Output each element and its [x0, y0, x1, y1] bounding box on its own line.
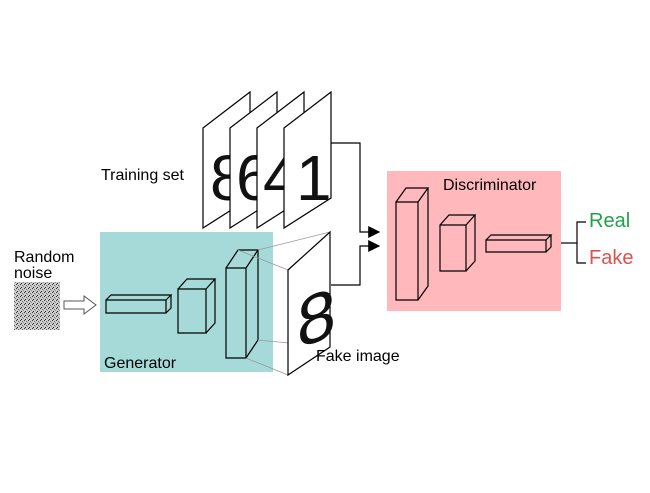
discriminator-label: Discriminator: [443, 177, 537, 194]
fake-image-label: Fake image: [316, 348, 400, 365]
generator-layer-2: [177, 278, 217, 334]
discriminator-layer-3: [485, 234, 553, 253]
discriminator-layer-2: [439, 214, 477, 272]
generator-layer-1: [105, 294, 173, 314]
fake-image-card: 8: [287, 230, 336, 377]
noise-to-generator-arrow: [63, 295, 97, 315]
fake-to-discriminator-connector: [331, 240, 381, 286]
fake-image-digit: 8: [297, 273, 336, 365]
training-digit-4: 1: [296, 142, 332, 214]
random-noise-label-line1: Random: [14, 249, 74, 266]
random-noise-label-line2: noise: [14, 265, 52, 282]
fake-output-label: Fake: [589, 247, 633, 269]
discriminator-panel: [387, 171, 561, 311]
generator-label: Generator: [104, 355, 177, 372]
real-output-label: Real: [589, 210, 630, 232]
generator-panel: [100, 232, 273, 372]
output-bracket: [561, 221, 586, 264]
training-set-label: Training set: [101, 167, 185, 184]
training-to-discriminator-connector: [331, 142, 381, 238]
discriminator-layer-1: [395, 187, 430, 301]
training-set-cards: 8 6 4 1: [202, 90, 332, 230]
random-noise-image: [14, 282, 60, 330]
